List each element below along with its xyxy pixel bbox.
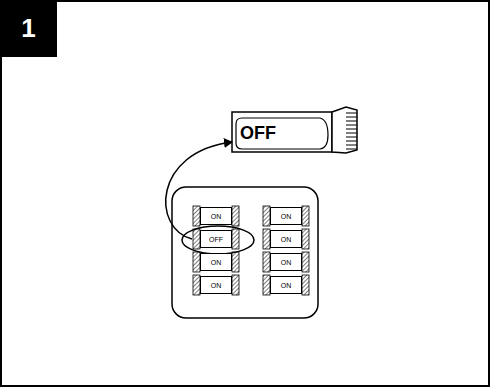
breaker-panel	[172, 187, 318, 318]
highlight-circle	[182, 226, 254, 254]
step-badge: 1	[0, 0, 57, 57]
breaker: ON	[200, 276, 232, 294]
breaker-text: ON	[211, 282, 222, 289]
switch-end	[332, 107, 357, 153]
breaker: ON	[270, 276, 302, 294]
breaker: ON	[270, 230, 302, 248]
arrow-connector	[166, 142, 232, 239]
breaker-text: ON	[281, 259, 292, 266]
breaker: ON	[270, 207, 302, 225]
breaker: ON	[200, 207, 232, 225]
switch-body	[232, 112, 332, 152]
switch-label: OFF	[238, 119, 318, 148]
breaker-text: ON	[211, 259, 222, 266]
breaker-text: OFF	[209, 236, 223, 243]
breaker: ON	[270, 253, 302, 271]
breaker: ON	[200, 253, 232, 271]
breaker-hatching	[193, 206, 309, 295]
breaker-text: ON	[211, 213, 222, 220]
breaker: OFF	[200, 230, 232, 248]
switch-text: OFF	[240, 123, 276, 144]
step-number: 1	[21, 13, 35, 44]
breaker-text: ON	[281, 236, 292, 243]
switch-rocker	[236, 118, 328, 149]
switch-ribs	[346, 110, 357, 150]
breaker-text: ON	[281, 213, 292, 220]
breaker-text: ON	[281, 282, 292, 289]
